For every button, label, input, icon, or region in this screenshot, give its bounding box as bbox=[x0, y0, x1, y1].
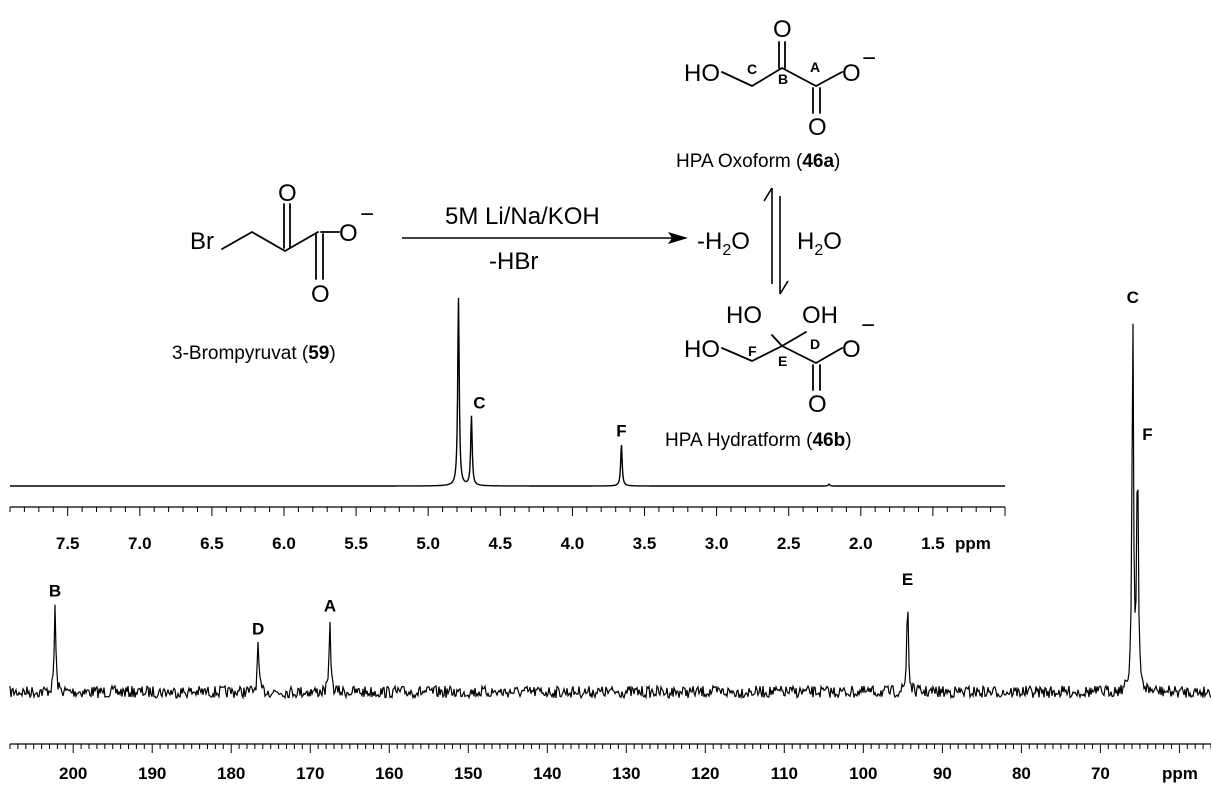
peak-label-d: D bbox=[252, 620, 264, 639]
tick-label: 6.5 bbox=[200, 534, 224, 553]
reactant-caption: 3-Brompyruvat (59) bbox=[172, 343, 336, 364]
tick-label: 4.5 bbox=[488, 534, 512, 553]
tick-label: 3.5 bbox=[633, 534, 657, 553]
peak-label-f: F bbox=[616, 422, 626, 441]
oxoform-o-top: O bbox=[773, 16, 792, 43]
tick-label: 6.0 bbox=[272, 534, 296, 553]
c13-spectrum-trace bbox=[9, 323, 1211, 700]
tick-label: 5.0 bbox=[416, 534, 440, 553]
oxoform-o-bottom: O bbox=[808, 114, 827, 141]
hydratform-o-right: O bbox=[842, 336, 861, 363]
peak-label-c: C bbox=[473, 393, 485, 412]
tick-label: 130 bbox=[612, 764, 640, 783]
reactant-3-brompyruvat: Br O O O − 3-Brompyruvat (59) bbox=[172, 180, 374, 364]
c13-tick-labels: 200 190 180 170 160 150 140 130 120 110 100 90 80 70 bbox=[59, 764, 1110, 783]
hydratform-ho-left: HO bbox=[684, 336, 720, 363]
tick-label: 160 bbox=[375, 764, 403, 783]
h1-peak-labels: CF bbox=[473, 393, 626, 440]
h1-axis-ticks bbox=[9, 507, 1006, 516]
tick-label: 200 bbox=[59, 764, 87, 783]
tick-label: 7.5 bbox=[56, 534, 80, 553]
oxoform-label-b: B bbox=[778, 71, 788, 87]
c13-axis-ticks bbox=[9, 744, 1211, 753]
oxoform-label-a: A bbox=[810, 59, 820, 75]
oxoform-ho: HO bbox=[684, 60, 720, 87]
reactant-o-right: O bbox=[339, 220, 358, 247]
reaction-byproduct: -HBr bbox=[489, 248, 538, 275]
oxoform-charge: − bbox=[862, 45, 876, 72]
tick-label: 110 bbox=[771, 764, 798, 783]
c13-axis-unit: ppm bbox=[1162, 764, 1198, 783]
tick-label: 1.5 bbox=[921, 534, 945, 553]
peak-label-b: B bbox=[49, 581, 61, 600]
equilibrium-minus-water: -H2O bbox=[697, 228, 750, 259]
h1-spectrum-trace bbox=[10, 297, 1005, 487]
oxoform-caption: HPA Oxoform (46a) bbox=[676, 151, 840, 172]
tick-label: 3.0 bbox=[705, 534, 729, 553]
equilibrium-plus-water: H2O bbox=[797, 228, 842, 259]
tick-label: 150 bbox=[454, 764, 482, 783]
tick-label: 190 bbox=[138, 764, 166, 783]
hpa-hydratform: HO HO OH O O − F E D HPA Hydratform (46b… bbox=[665, 302, 875, 451]
peak-label-c: C bbox=[1127, 288, 1139, 307]
oxoform-label-c: C bbox=[747, 61, 757, 77]
hydratform-label-e: E bbox=[778, 353, 787, 369]
h1-axis-unit: ppm bbox=[955, 534, 991, 553]
hydratform-charge: − bbox=[861, 312, 875, 339]
tick-label: 140 bbox=[533, 764, 561, 783]
hydratform-ho-top: HO bbox=[726, 302, 762, 329]
oxoform-o-right: O bbox=[842, 60, 861, 87]
equilibrium-arrows: -H2O H2O bbox=[697, 187, 842, 295]
reaction-arrow: 5M Li/Na/KOH -HBr bbox=[402, 203, 688, 275]
peak-label-f: F bbox=[1142, 425, 1152, 444]
hydratform-oh-top: OH bbox=[802, 302, 838, 329]
peak-label-e: E bbox=[902, 570, 913, 589]
reaction-reagent: 5M Li/Na/KOH bbox=[445, 203, 600, 230]
reactant-charge: − bbox=[360, 201, 374, 228]
hydratform-label-d: D bbox=[810, 336, 820, 352]
hydratform-label-f: F bbox=[748, 343, 757, 359]
tick-label: 100 bbox=[849, 764, 877, 783]
tick-label: 7.0 bbox=[128, 534, 152, 553]
hydratform-caption: HPA Hydratform (46b) bbox=[665, 430, 852, 451]
tick-label: 170 bbox=[296, 764, 324, 783]
tick-label: 80 bbox=[1012, 764, 1031, 783]
reactant-o-bottom: O bbox=[311, 281, 330, 308]
tick-label: 90 bbox=[933, 764, 952, 783]
tick-label: 2.0 bbox=[849, 534, 873, 553]
tick-label: 5.5 bbox=[344, 534, 368, 553]
reactant-br: Br bbox=[190, 228, 214, 255]
hydratform-o-bottom: O bbox=[808, 391, 827, 418]
tick-label: 70 bbox=[1091, 764, 1110, 783]
tick-label: 2.5 bbox=[777, 534, 801, 553]
reactant-o-top: O bbox=[278, 180, 297, 207]
peak-label-a: A bbox=[324, 597, 336, 616]
h1-tick-labels: 7.5 7.0 6.5 6.0 5.5 5.0 4.5 4.0 3.5 3.0 2.5 2.0 1.5 bbox=[56, 534, 945, 553]
tick-label: 4.0 bbox=[561, 534, 585, 553]
hpa-oxoform: HO O O O − C B A HPA Oxoform (46a) bbox=[676, 16, 876, 172]
tick-label: 120 bbox=[691, 764, 719, 783]
tick-label: 180 bbox=[217, 764, 245, 783]
